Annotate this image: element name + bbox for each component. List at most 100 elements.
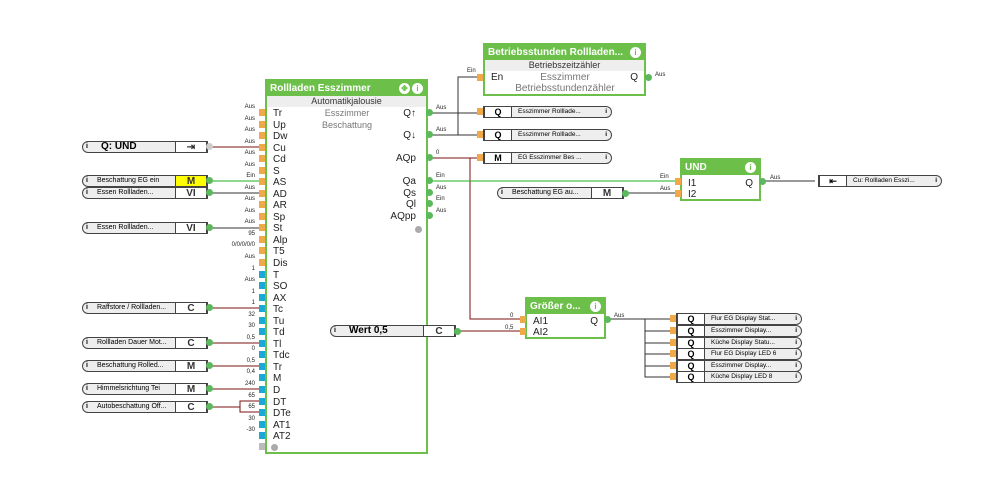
input-port[interactable] xyxy=(259,409,265,417)
input-port[interactable] xyxy=(520,316,526,323)
output-port[interactable] xyxy=(426,212,433,219)
input-port[interactable] xyxy=(259,282,265,290)
input-port[interactable] xyxy=(670,315,676,322)
info-icon[interactable]: i xyxy=(605,131,607,138)
output-port[interactable] xyxy=(604,316,611,323)
input-port[interactable] xyxy=(477,108,483,115)
input-port[interactable] xyxy=(259,420,265,428)
add-output-icon[interactable] xyxy=(415,226,422,233)
input-port[interactable] xyxy=(259,259,265,267)
input-port[interactable] xyxy=(477,131,483,138)
input-port[interactable] xyxy=(670,362,676,369)
const-input-box[interactable]: i Wert 0,5 C xyxy=(330,325,456,337)
input-port[interactable] xyxy=(259,385,265,393)
input-port[interactable] xyxy=(259,432,265,440)
betriebsstunden-block[interactable]: Betriebsstunden Rollladen...i Betriebsze… xyxy=(483,43,646,96)
input-port[interactable] xyxy=(259,201,265,209)
info-icon[interactable]: i xyxy=(86,189,88,196)
input-port[interactable] xyxy=(477,154,483,161)
input-port[interactable] xyxy=(675,178,681,185)
input-port[interactable] xyxy=(259,189,265,197)
output-port[interactable] xyxy=(645,74,652,81)
output-port[interactable] xyxy=(426,109,433,116)
input-port[interactable] xyxy=(259,224,265,232)
info-icon[interactable]: i xyxy=(86,177,88,184)
und-input-box[interactable]: i Beschattung EG au... M xyxy=(497,187,624,199)
info-icon[interactable]: i xyxy=(745,162,756,173)
input-port[interactable] xyxy=(670,373,676,380)
info-icon[interactable]: i xyxy=(86,224,88,231)
output-port[interactable] xyxy=(206,224,213,231)
input-port[interactable] xyxy=(259,120,265,128)
info-icon[interactable]: i xyxy=(935,177,937,184)
input-port[interactable] xyxy=(259,316,265,324)
move-icon[interactable]: ✥ xyxy=(399,83,410,94)
output-port[interactable] xyxy=(426,131,433,138)
input-port[interactable] xyxy=(520,328,526,335)
und-output-box[interactable]: ⇤ Cu: Rollladen Esszi... i xyxy=(818,175,942,187)
info-icon[interactable]: i xyxy=(795,315,797,322)
input-port[interactable] xyxy=(259,178,265,186)
output-port[interactable] xyxy=(426,177,433,184)
output-port[interactable] xyxy=(206,143,213,150)
input-port[interactable] xyxy=(259,166,265,174)
output-port[interactable] xyxy=(206,339,213,346)
info-icon[interactable]: i xyxy=(86,403,88,410)
input-port[interactable] xyxy=(259,212,265,220)
input-port[interactable] xyxy=(259,247,265,255)
info-icon[interactable]: i xyxy=(795,373,797,380)
info-icon[interactable]: i xyxy=(501,189,503,196)
info-icon[interactable]: i xyxy=(86,304,88,311)
info-icon[interactable]: i xyxy=(86,143,88,150)
info-icon[interactable]: i xyxy=(86,362,88,369)
info-icon[interactable]: i xyxy=(590,301,601,312)
output-port[interactable] xyxy=(206,189,213,196)
info-icon[interactable]: i xyxy=(630,47,641,58)
input-port[interactable] xyxy=(259,374,265,382)
input-port[interactable] xyxy=(259,235,265,243)
output-port[interactable] xyxy=(426,200,433,207)
input-port[interactable] xyxy=(670,350,676,357)
output-port[interactable] xyxy=(206,385,213,392)
input-port[interactable] xyxy=(259,397,265,405)
info-icon[interactable]: i xyxy=(795,327,797,334)
input-port[interactable] xyxy=(259,305,265,313)
output-port[interactable] xyxy=(454,328,461,335)
info-icon[interactable]: i xyxy=(86,339,88,346)
output-port[interactable] xyxy=(206,304,213,311)
info-icon[interactable]: i xyxy=(86,385,88,392)
input-port[interactable] xyxy=(259,293,265,301)
input-port[interactable] xyxy=(259,109,265,116)
output-port[interactable] xyxy=(426,189,433,196)
input-port[interactable] xyxy=(675,190,681,197)
output-port[interactable] xyxy=(426,154,433,161)
info-icon[interactable]: i xyxy=(795,362,797,369)
output-port[interactable] xyxy=(206,362,213,369)
output-port[interactable] xyxy=(759,178,766,185)
input-port[interactable] xyxy=(259,328,265,336)
info-icon[interactable]: i xyxy=(605,154,607,161)
output-port[interactable] xyxy=(206,403,213,410)
info-icon[interactable]: i xyxy=(334,327,336,334)
input-port-empty[interactable] xyxy=(259,443,265,450)
input-port[interactable] xyxy=(259,362,265,370)
input-port[interactable] xyxy=(670,327,676,334)
output-port[interactable] xyxy=(622,190,629,197)
